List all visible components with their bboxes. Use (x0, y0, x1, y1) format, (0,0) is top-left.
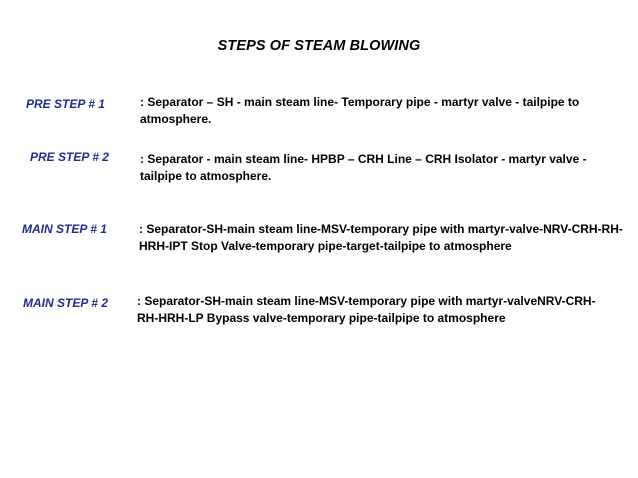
main-step-1-line-1: : Separator-SH-main steam line-MSV-tempo… (139, 222, 623, 236)
pre-step-1-label: PRE STEP # 1 (26, 97, 105, 111)
pre-step-1-line-2: atmosphere. (140, 112, 212, 126)
pre-step-1-line-1: : Separator – SH - main steam line- Temp… (140, 95, 580, 109)
main-step-1-line-2: HRH-IPT Stop Valve-temporary pipe-target… (139, 239, 512, 253)
pre-step-2-label: PRE STEP # 2 (30, 150, 109, 164)
pre-step-2-line-2: tailpipe to atmosphere. (140, 169, 272, 183)
pre-step-2-line-1: : Separator - main steam line- HPBP – CR… (140, 152, 587, 166)
pre-step-1-description: : Separator – SH - main steam line- Temp… (140, 94, 579, 128)
pre-step-2-description: : Separator - main steam line- HPBP – CR… (140, 151, 587, 185)
slide-title: STEPS OF STEAM BLOWING (217, 38, 421, 54)
main-step-2-description: : Separator-SH-main steam line-MSV-tempo… (137, 293, 596, 327)
main-step-2-line-1: : Separator-SH-main steam line-MSV-tempo… (137, 294, 596, 308)
main-step-1-description: : Separator-SH-main steam line-MSV-tempo… (139, 221, 623, 255)
main-step-1-label: MAIN STEP # 1 (22, 222, 107, 236)
main-step-2-label: MAIN STEP # 2 (23, 296, 108, 310)
main-step-2-line-2: RH-HRH-LP Bypass valve-temporary pipe-ta… (137, 311, 506, 325)
